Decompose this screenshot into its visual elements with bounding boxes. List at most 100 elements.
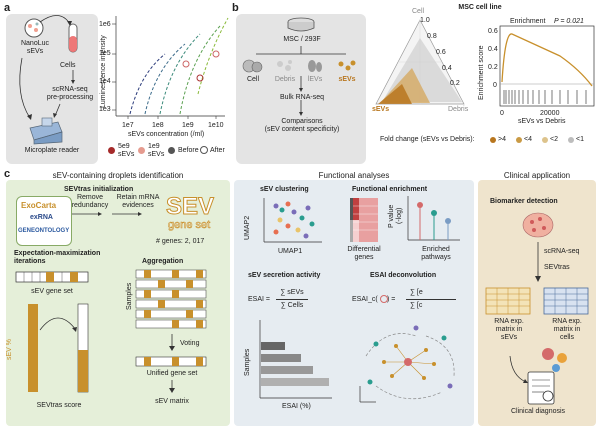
sev-gene-set-label: sEV gene set [31, 288, 73, 295]
debris-type-icon [277, 60, 292, 71]
panel-a-arrows [19, 15, 75, 120]
fc-dot-lt2 [542, 137, 548, 143]
clinical-sevtras-label: SEVtras [544, 264, 570, 271]
xtick-1e8: 1e8 [152, 122, 164, 129]
legend-1e9-dot [138, 147, 145, 154]
cells-label: Cells [60, 62, 76, 69]
esai-pct-label: ESAI (%) [282, 403, 311, 410]
redundancy-label: redundancy [71, 202, 109, 209]
source-label: MSC / 293F [283, 36, 321, 43]
culture-dish-icon [287, 17, 315, 32]
sevs-type-icon [338, 60, 356, 71]
evidences-label: evidences [122, 202, 154, 209]
sum-e-label: ∑ [e [410, 289, 423, 296]
cell-expression-matrix [543, 287, 589, 315]
sevtras-score-diagram [28, 303, 89, 393]
deconvolution-title: ESAI deconvolution [370, 272, 437, 279]
umap-plot [263, 198, 322, 243]
rna-sevs-label-3: sEVs [500, 334, 518, 341]
gene-set-logo-text: gene set [168, 219, 211, 232]
xtick-1e7: 1e7 [122, 122, 134, 129]
legend-1e9-label: 1e9 [148, 143, 160, 150]
enriched-pathways-label-1: Enriched [422, 246, 450, 253]
ternary-tick-4: 0.4 [442, 65, 452, 72]
samples-axis-label: Samples [244, 348, 251, 376]
legend-5e9-label: 5e9 [118, 143, 130, 150]
esai-c-end-label: ) = [387, 296, 396, 303]
luminescence-ylabel: Luminescence intensity [100, 35, 107, 108]
init-title: SEVtras initialization [64, 186, 134, 193]
legend-before-label: Before [178, 147, 199, 154]
fc-dot-gt4 [490, 137, 496, 143]
panel-b-letter: b [232, 2, 239, 14]
gsea-xtick-20000: 20000 [540, 110, 560, 117]
panel-b-arrows [256, 46, 346, 116]
nanoluc-sevs-label: sEVs [26, 48, 44, 55]
aggregation-grid [135, 269, 207, 329]
gsea-ytick-1: 0.6 [488, 28, 498, 35]
nanoluc-vesicle-icon [24, 18, 44, 38]
fc-label-gt4: >4 [498, 136, 506, 143]
aggregation-title: Aggregation [142, 258, 184, 265]
legend-after-label: After [210, 147, 225, 154]
ternary-tick-2: 0.8 [427, 33, 437, 40]
unified-gene-set-label: Unified gene set [146, 370, 198, 377]
legend-1e9-sevs: sEVs [148, 151, 165, 158]
xtick-1e9: 1e9 [182, 122, 194, 129]
ytick-1e5: 1e5 [99, 50, 111, 57]
sev-gene-set-strip [15, 271, 89, 283]
voting-arrow [169, 334, 175, 351]
panel-a-letter: a [4, 2, 11, 14]
gsea-xtick-0: 0 [500, 110, 504, 117]
clustering-title: sEV clustering [260, 186, 309, 193]
exrna-logo: exRNA [30, 214, 53, 221]
ngenes-label: # genes: 2, 017 [156, 238, 205, 245]
ternary-tick-5: 0.2 [450, 80, 460, 87]
fc-dot-lt1 [568, 137, 574, 143]
ytick-1e3: 1e3 [99, 106, 111, 113]
init-arrows [72, 212, 142, 216]
esai-fraction-bar [276, 299, 308, 300]
comparisons-label: Comparisons [281, 118, 323, 125]
gsea-ylabel: Enrichment score [478, 45, 485, 100]
cell-type-icon [242, 59, 263, 73]
rna-cells-label-2: matrix in [553, 326, 581, 333]
biomarker-title: Biomarker detection [490, 198, 558, 205]
fc-label-lt1: <1 [576, 136, 584, 143]
clinical-scrnaseq-label: scRNA-seq [544, 248, 580, 255]
retain-label: Retain mRNA [116, 194, 160, 201]
samples-label: Samples [126, 282, 133, 310]
section-identification-title: sEV-containing droplets identification [52, 171, 184, 180]
differential-genes-heatmap [350, 198, 378, 242]
gsea-ytick-2: 0.4 [488, 46, 498, 53]
enriched-pathways-label-2: pathways [421, 254, 451, 261]
ternary-tick-1: 1.0 [420, 17, 430, 24]
type-cell-label: Cell [246, 76, 260, 83]
legend-5e9-sevs: sEVs [118, 151, 135, 158]
umap1-label: UMAP1 [278, 248, 303, 255]
corner-cell-label: Cell [412, 8, 425, 15]
legend-5e9-dot [108, 147, 115, 154]
type-debris-label: Debris [274, 76, 296, 83]
em-title-1: Expectation-maximization [14, 250, 101, 257]
microplate-reader-icon [29, 117, 63, 145]
scrna-label: scRNA-seq [52, 86, 88, 93]
microplate-reader-label: Microplate reader [24, 147, 80, 154]
secretion-title: sEV secretion activity [248, 272, 321, 279]
gsea-ytick-4: 0 [493, 82, 497, 89]
rna-sevs-label-1: RNA exp. [494, 318, 524, 325]
ternary-tick-3: 0.6 [436, 49, 446, 56]
sev-matrix-label: sEV matrix [155, 398, 189, 405]
ternary-title: MSC cell line [458, 4, 502, 11]
sevtras-score-label: SEVtras score [36, 402, 82, 409]
type-levs-label: lEVs [307, 76, 323, 83]
ternary-plot [375, 19, 465, 105]
unified-gene-set-strip [135, 356, 207, 367]
legend-after-dot [200, 146, 208, 154]
voting-label: Voting [180, 340, 200, 347]
clinical-arrow [535, 242, 541, 282]
gsea-title: Enrichment [510, 18, 546, 25]
remove-label: Remove [76, 194, 104, 201]
esai-bar-chart [259, 320, 332, 399]
preproc-label: pre-processing [46, 94, 94, 101]
